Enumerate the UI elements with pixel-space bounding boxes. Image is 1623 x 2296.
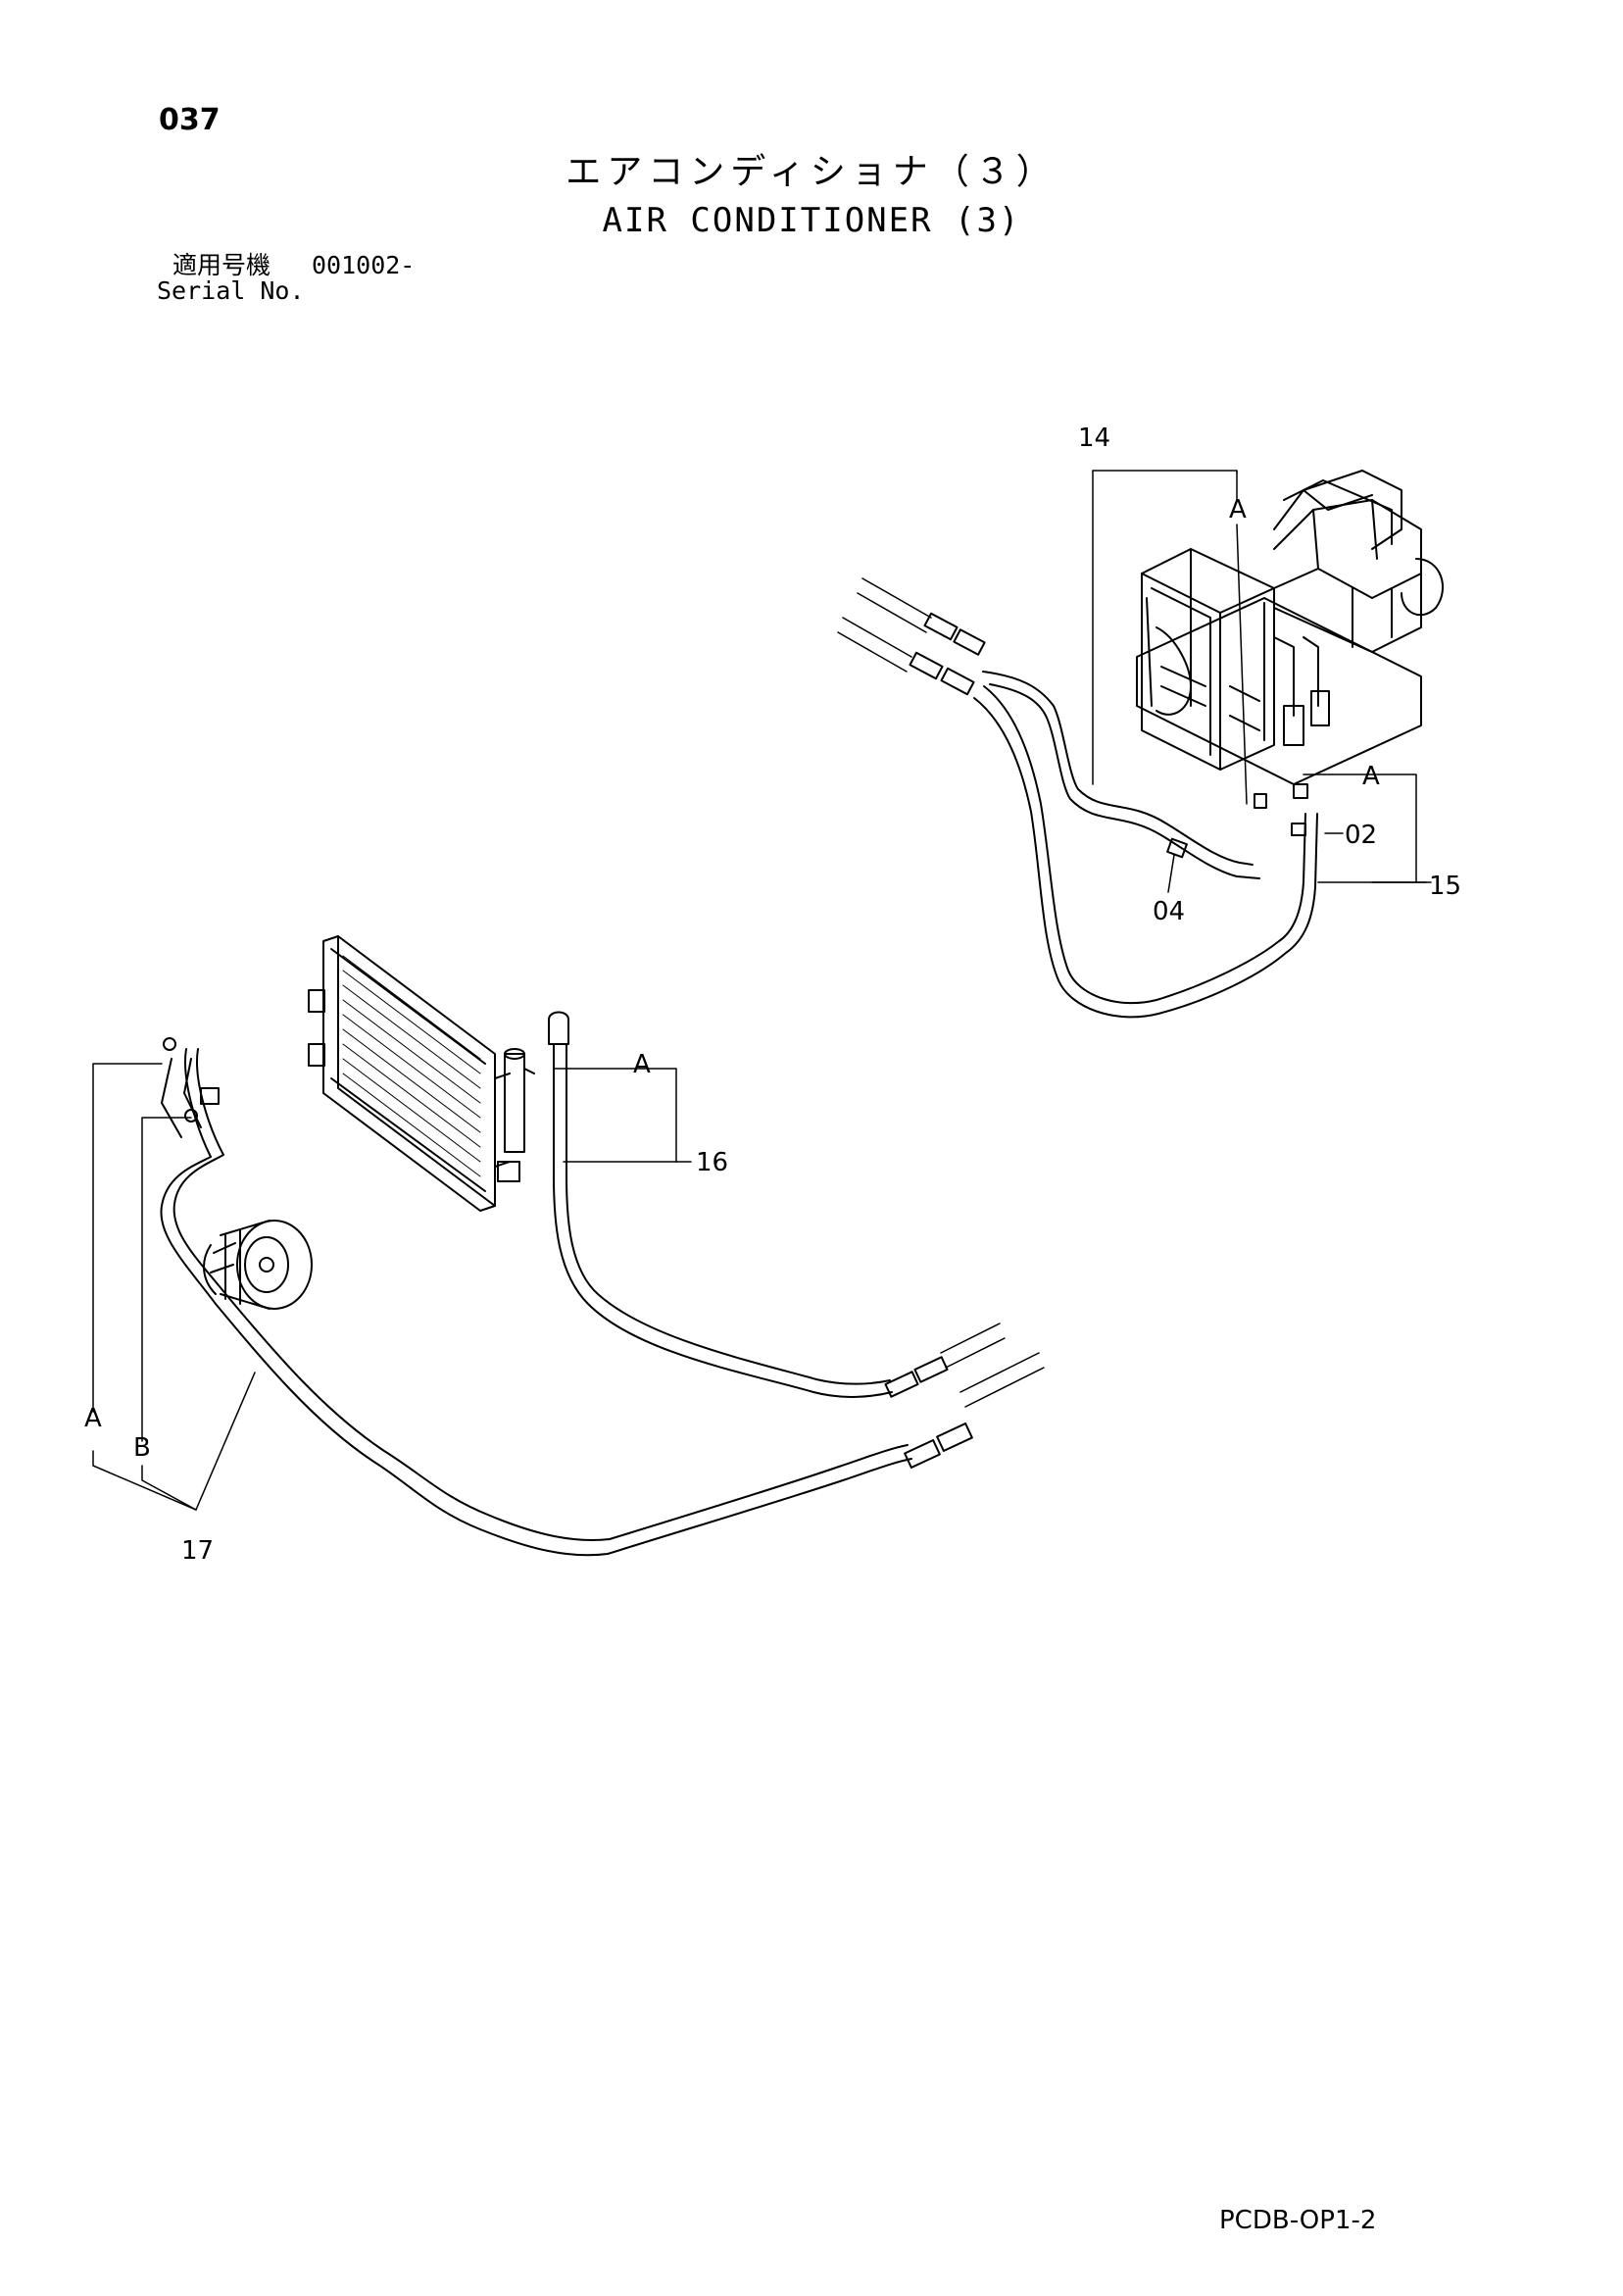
- callout-16: 16: [696, 1148, 728, 1177]
- serial-label-japanese: 適用号機: [172, 251, 271, 279]
- callout-a-mid: A: [633, 1050, 651, 1079]
- page-title-japanese: エアコンディショナ（３）: [566, 152, 1057, 192]
- serial-number-value: 001002-: [312, 251, 416, 279]
- callout-04: 04: [1153, 897, 1185, 926]
- page-title-english: AIR CONDITIONER (3): [602, 201, 1021, 240]
- callout-17: 17: [181, 1536, 214, 1566]
- callout-a-left: A: [84, 1404, 102, 1433]
- callout-15: 15: [1429, 872, 1461, 901]
- hose-16-inner: [566, 1043, 891, 1385]
- hose-14-outer: [982, 671, 1254, 866]
- hose-15-inner: [973, 697, 1318, 1019]
- callout-14: 14: [1078, 424, 1110, 453]
- callout-labels: 14 A A 02 04 15 A 16 A B 17: [84, 424, 1461, 1566]
- condenser-drawing: [308, 935, 535, 1212]
- hose-17-outer: [160, 1048, 912, 1557]
- leader-lines: [92, 470, 1432, 1511]
- hvac-unit-drawing: [1136, 470, 1445, 785]
- hose-15-outer: [983, 685, 1306, 1005]
- serial-label-english: Serial No.: [157, 276, 305, 305]
- callout-a-right: A: [1362, 762, 1380, 791]
- callout-a-top: A: [1229, 495, 1247, 524]
- hose-16-outer: [553, 1043, 893, 1398]
- page-number: 037: [159, 103, 221, 137]
- compressor-drawing: [203, 1220, 313, 1310]
- hose-17-inner: [172, 1048, 909, 1541]
- document-code: PCDB-OP1-2: [1219, 2206, 1377, 2235]
- fittings: [163, 577, 1308, 1470]
- callout-b-left: B: [133, 1433, 151, 1463]
- callout-02: 02: [1345, 821, 1377, 850]
- hose-14-inner: [989, 683, 1260, 879]
- hoses: [160, 671, 1318, 1557]
